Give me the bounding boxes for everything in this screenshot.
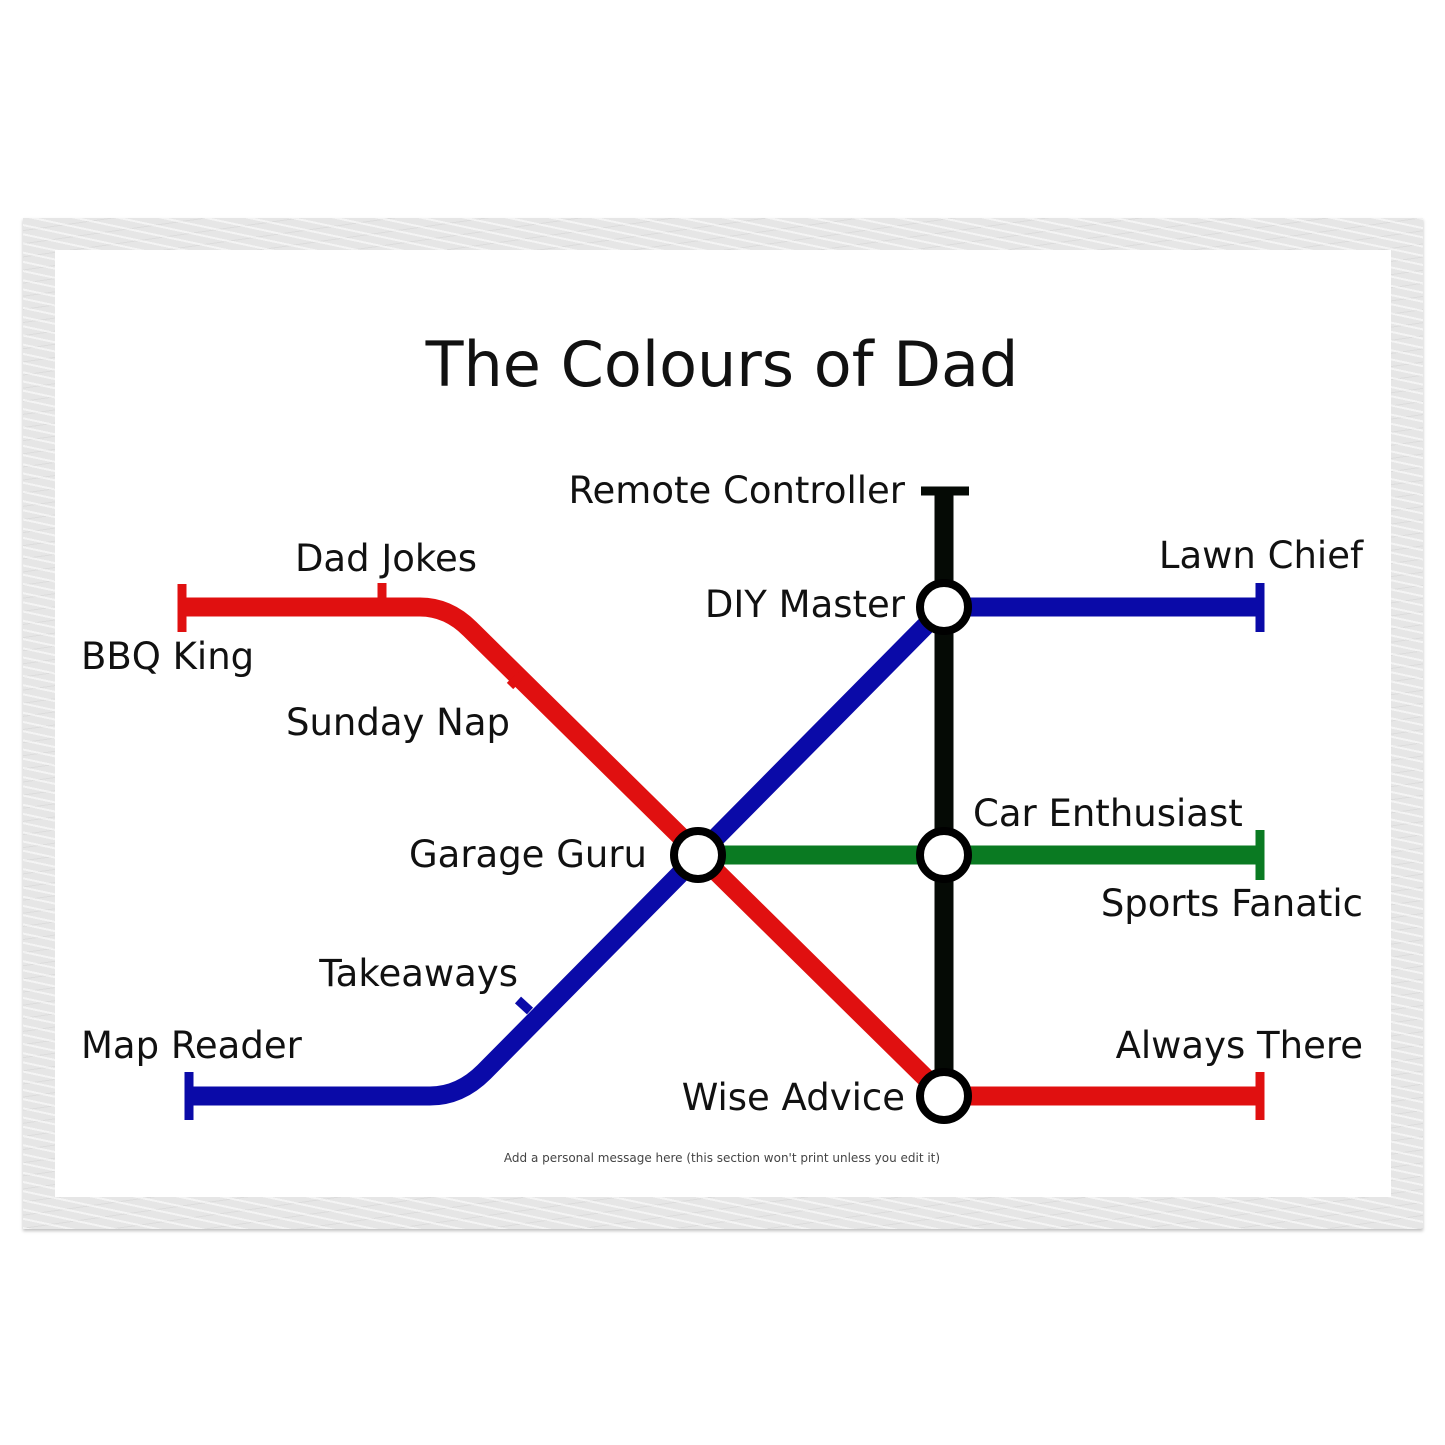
station-label-remote-controller: Remote Controller [568,469,905,512]
wise-advice-interchange [916,1068,972,1124]
station-label-always-there: Always There [1116,1024,1363,1067]
diy-master-interchange [916,579,972,635]
car-enthusiast-interchange [916,827,972,883]
map-title: The Colours of Dad [425,328,1019,401]
takeaways-station-tick [514,996,534,1015]
station-label-dad-jokes: Dad Jokes [295,537,477,580]
station-label-car-enthusiast: Car Enthusiast [973,792,1243,835]
station-label-map-reader: Map Reader [81,1024,303,1067]
station-label-sports-fanatic: Sports Fanatic [1101,882,1363,925]
blue-line [189,597,1260,1106]
personal-message: Add a personal message here (this sectio… [504,1151,940,1165]
picture-frame [23,218,1423,1229]
station-label-wise-advice: Wise Advice [682,1076,905,1119]
station-label-sunday-nap: Sunday Nap [286,701,510,744]
station-label-takeaways: Takeaways [318,952,518,995]
station-label-garage-guru: Garage Guru [409,833,647,876]
red-line [182,597,1260,1106]
garage-guru-interchange [670,827,726,883]
station-label-diy-master: DIY Master [705,583,906,626]
station-label-lawn-chief: Lawn Chief [1159,534,1364,577]
station-label-bbq-king: BBQ King [81,635,254,678]
sunday-nap-station-tick [506,671,525,690]
